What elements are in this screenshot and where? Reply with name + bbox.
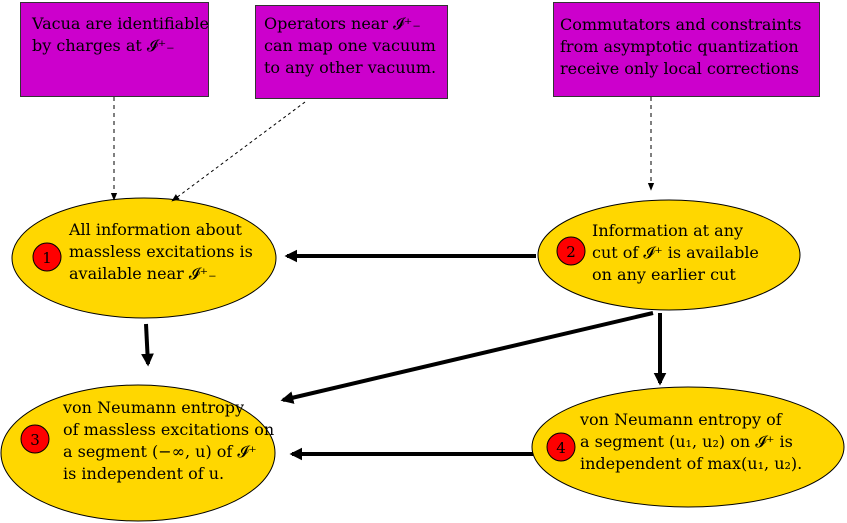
node-1-shape bbox=[11, 197, 277, 319]
note-operators-text: Operators near 𝓘⁺₋ can map one vacuum to… bbox=[264, 14, 437, 77]
node-2-text: Information at any cut of 𝓘⁺ is availabl… bbox=[592, 221, 759, 284]
badge-3-circle bbox=[20, 424, 50, 454]
note-charges-text: Vacua are identifiable by charges at 𝓘⁺₋ bbox=[32, 14, 209, 55]
node-1-text: All information about massless excitatio… bbox=[69, 220, 253, 283]
badge-2-circle bbox=[556, 236, 586, 266]
node-2-shape bbox=[537, 199, 801, 311]
node-4-text: von Neumann entropy of a segment (u₁, u₂… bbox=[580, 410, 803, 473]
badge-4-circle bbox=[546, 432, 576, 462]
arrow-1-to-3 bbox=[141, 323, 154, 367]
note-charges-box bbox=[20, 2, 209, 97]
node-3-shape bbox=[0, 384, 276, 522]
badge-2-label: 2 bbox=[566, 243, 576, 261]
badge-1-label: 1 bbox=[42, 249, 52, 267]
note-operators-box bbox=[255, 5, 448, 99]
note-commutators-box bbox=[553, 2, 820, 97]
arrow-2-to-3 bbox=[280, 311, 654, 404]
dashed-connector-operators bbox=[171, 101, 306, 202]
badge-3-label: 3 bbox=[30, 431, 40, 449]
badge-1-circle bbox=[32, 242, 62, 272]
badge-3: 3 bbox=[20, 424, 50, 454]
badge-1: 1 bbox=[32, 242, 62, 272]
badge-4: 4 bbox=[546, 432, 576, 462]
badge-4-label: 4 bbox=[556, 439, 566, 457]
note-commutators-text: Commutators and constraints from asympto… bbox=[560, 15, 802, 78]
node-4-shape bbox=[531, 386, 845, 508]
node-3-text: von Neumann entropy of massless excitati… bbox=[63, 398, 275, 483]
badge-2: 2 bbox=[556, 236, 586, 266]
